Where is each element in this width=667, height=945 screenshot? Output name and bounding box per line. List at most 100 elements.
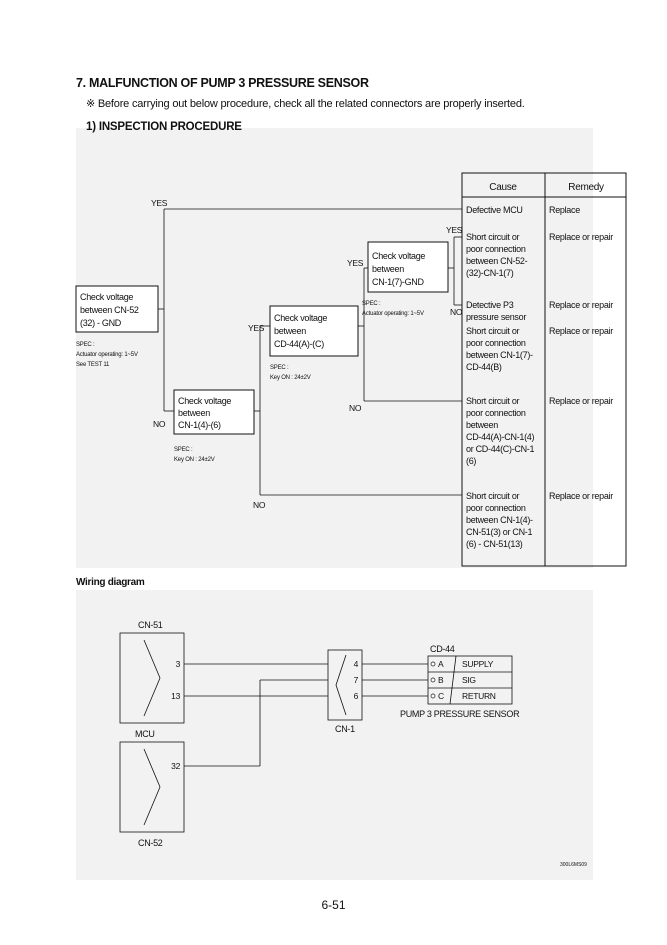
box4-l2: between <box>372 264 404 274</box>
box2-rect <box>173 389 255 435</box>
cause-row5-l4: CD-44(A)-CN-1(4) <box>466 432 535 442</box>
cause-row1-l1: Defective MCU <box>466 205 523 215</box>
cause-row6-l1: Short circuit or <box>466 491 520 501</box>
box2-l1: Check voltage <box>178 396 231 406</box>
cd44-pin-b: B <box>438 675 444 685</box>
cause-row5-l5: or CD-44(C)-CN-1 <box>466 444 534 454</box>
no-label-2: NO <box>253 500 266 510</box>
wiring-lines <box>119 632 513 833</box>
cause-remedy-table <box>461 172 627 567</box>
page-number: 6-51 <box>321 898 346 912</box>
cause-row4-l3: between CN-1(7)- <box>466 350 533 360</box>
box3-l3: CD-44(A)-(C) <box>274 339 324 349</box>
cause-row2-l2: poor connection <box>466 244 526 254</box>
cn52-body <box>119 741 185 833</box>
box2-l2: between <box>178 408 210 418</box>
cd44-label: CD-44 <box>430 644 455 654</box>
cn1-chevron <box>335 654 347 716</box>
cn52-chevron <box>143 748 161 826</box>
yes-label-2: YES <box>248 323 265 333</box>
box4-spec-l1: SPEC : <box>362 301 381 307</box>
box2-spec-l2: Key ON : 24±2V <box>174 457 215 463</box>
box4-rect <box>367 241 449 293</box>
cause-row5-l6: (6) <box>466 456 476 466</box>
cn1-pin-7: 7 <box>354 675 359 685</box>
cn52-pin-32: 32 <box>171 761 180 771</box>
flow-lines <box>158 208 462 496</box>
inspection-subtitle: 1) INSPECTION PROCEDURE <box>86 121 242 133</box>
cause-row3-l1: Detective P3 <box>466 300 514 310</box>
box1-rect <box>75 285 159 333</box>
cause-row2-l4: (32)-CN-1(7) <box>466 268 514 278</box>
cn51-pin-13: 13 <box>171 691 180 701</box>
box3-l2: between <box>274 326 306 336</box>
box3-l1: Check voltage <box>274 313 327 323</box>
box1-l3: (32) - GND <box>80 318 122 328</box>
remedy-row4: Replace or repair <box>549 326 613 336</box>
cn1-pin-4: 4 <box>354 659 359 669</box>
cd44-pin-c: C <box>438 691 444 701</box>
box3-rect <box>269 305 359 357</box>
box4-spec-l2: Actuator operating: 1~5V <box>362 311 424 317</box>
cause-row4-l2: poor connection <box>466 338 526 348</box>
cause-row2-l3: between CN-52- <box>466 256 528 266</box>
cd44-pin-circles <box>430 661 436 699</box>
cause-row6-l5: (6) - CN-51(13) <box>466 539 523 549</box>
cn51-pin-3: 3 <box>176 659 181 669</box>
cd44-body <box>427 655 513 705</box>
header-cause: Cause <box>489 182 517 193</box>
remedy-row3: Replace or repair <box>549 300 613 310</box>
box1-spec-l2: Actuator operating: 1~5V <box>76 352 138 358</box>
procedure-note: ※ Before carrying out below procedure, c… <box>86 98 525 110</box>
sensor-label: PUMP 3 PRESSURE SENSOR <box>400 709 520 719</box>
cause-row5-l1: Short circuit or <box>466 396 520 406</box>
signal-supply: SUPPLY <box>462 659 494 669</box>
box1-l1: Check voltage <box>80 292 133 302</box>
remedy-row6: Replace or repair <box>549 491 613 501</box>
cause-row4-l1: Short circuit or <box>466 326 520 336</box>
yes-label-4: YES <box>446 225 463 235</box>
cause-row5-l3: between <box>466 420 498 430</box>
box1-l2: between CN-52 <box>80 305 139 315</box>
flow-boxes <box>75 241 449 435</box>
cause-row6-l3: between CN-1(4)- <box>466 515 533 525</box>
header-remedy: Remedy <box>568 182 604 193</box>
drawing-code: 300L6MS09 <box>560 862 587 868</box>
box2-l3: CN-1(4)-(6) <box>178 420 221 430</box>
box1-spec-l1: SPEC : <box>76 342 95 348</box>
box4-l1: Check voltage <box>372 251 425 261</box>
box3-spec-l1: SPEC : <box>270 365 289 371</box>
yes-label-1: YES <box>151 198 168 208</box>
cause-row6-l4: CN-51(3) or CN-1 <box>466 527 533 537</box>
box2-spec-l1: SPEC : <box>174 447 193 453</box>
cn51-chevron <box>143 639 161 717</box>
no-label-4: NO <box>450 307 463 317</box>
signal-return: RETURN <box>462 691 496 701</box>
box4-l3: CN-1(7)-GND <box>372 277 424 287</box>
cause-row6-l2: poor connection <box>466 503 526 513</box>
cd44-pin-a: A <box>438 659 444 669</box>
cause-row3-l2: pressure sensor <box>466 312 526 322</box>
cause-row4-l4: CD-44(B) <box>466 362 502 372</box>
remedy-row2: Replace or repair <box>549 232 613 242</box>
cn51-label: CN-51 <box>138 620 163 630</box>
yes-label-3: YES <box>347 258 364 268</box>
wiring-title: Wiring diagram <box>76 577 145 588</box>
no-label-3: NO <box>349 403 362 413</box>
cause-row2-l1: Short circuit or <box>466 232 520 242</box>
cn52-label: CN-52 <box>138 838 163 848</box>
cause-row5-l2: poor connection <box>466 408 526 418</box>
box1-spec-l3: See TEST 11 <box>76 362 110 368</box>
section-title: 7. MALFUNCTION OF PUMP 3 PRESSURE SENSOR <box>76 76 369 90</box>
remedy-row5: Replace or repair <box>549 396 613 406</box>
cn1-pin-6: 6 <box>354 691 359 701</box>
cn1-label: CN-1 <box>335 724 355 734</box>
no-label-1: NO <box>153 419 166 429</box>
box3-spec-l2: Key ON : 24±2V <box>270 375 311 381</box>
mcu-label: MCU <box>135 729 155 739</box>
cn1-body <box>327 649 363 721</box>
cn51-body <box>119 632 185 724</box>
signal-sig: SIG <box>462 675 476 685</box>
